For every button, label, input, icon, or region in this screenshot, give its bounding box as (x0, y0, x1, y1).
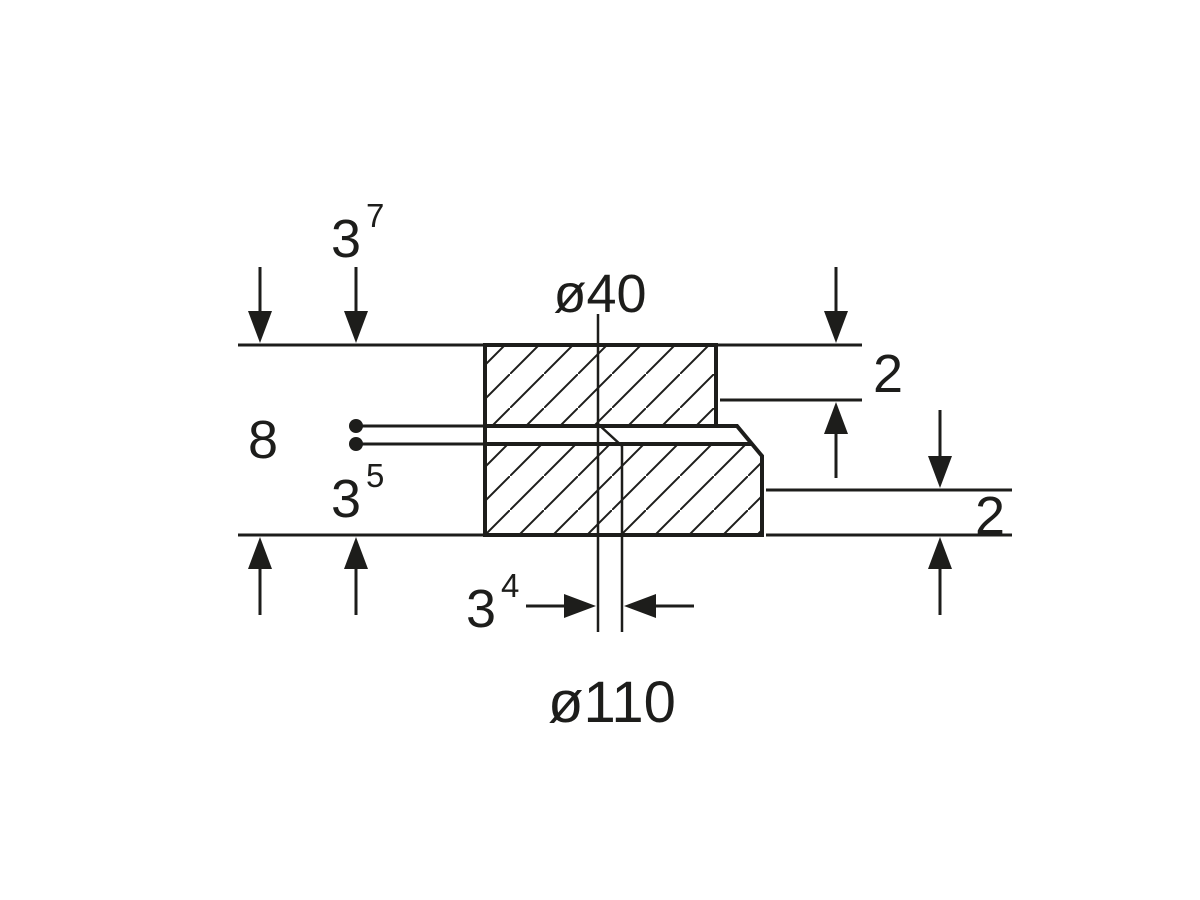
dim-wall-bottom-footnote: 5 (366, 457, 384, 494)
dim-diameter-top: ø40 (553, 264, 646, 324)
upper-wall-hatching (485, 345, 716, 426)
centerlines (596, 314, 624, 632)
leader-dot-icon (349, 437, 363, 451)
dim-wall-bottom: 3 (331, 469, 361, 529)
lower-wall-hatching (485, 444, 762, 535)
arrowhead-down-icon (928, 456, 952, 488)
centerline-jog (597, 423, 623, 447)
arrowhead-up-icon (824, 402, 848, 434)
arrowhead-up-icon (344, 537, 368, 569)
arrowhead-right-icon (564, 594, 596, 618)
arrowhead-up-icon (928, 537, 952, 569)
dimension-labels: 3 7 ø40 2 8 3 5 2 3 4 ø110 (248, 197, 1005, 735)
leader-dot-icon (349, 419, 363, 433)
arrowhead-down-icon (344, 311, 368, 343)
dim-gap-left: 8 (248, 410, 278, 470)
dim-center-offset: 3 (466, 579, 496, 639)
dim-wall-top-footnote: 7 (366, 197, 384, 234)
dimension-lines (238, 267, 1012, 615)
arrowhead-down-icon (248, 311, 272, 343)
part-outline (483, 343, 764, 537)
part-section (483, 343, 764, 537)
dim-center-offset-footnote: 4 (501, 567, 519, 604)
arrowhead-up-icon (248, 537, 272, 569)
arrowhead-down-icon (824, 311, 848, 343)
dim-wall-top: 3 (331, 209, 361, 269)
dim-step-lower-right: 2 (975, 486, 1005, 546)
arrowhead-left-icon (624, 594, 656, 618)
dim-step-upper-right: 2 (873, 344, 903, 404)
arrowheads (248, 311, 952, 618)
dim-diameter-bottom: ø110 (548, 670, 676, 735)
